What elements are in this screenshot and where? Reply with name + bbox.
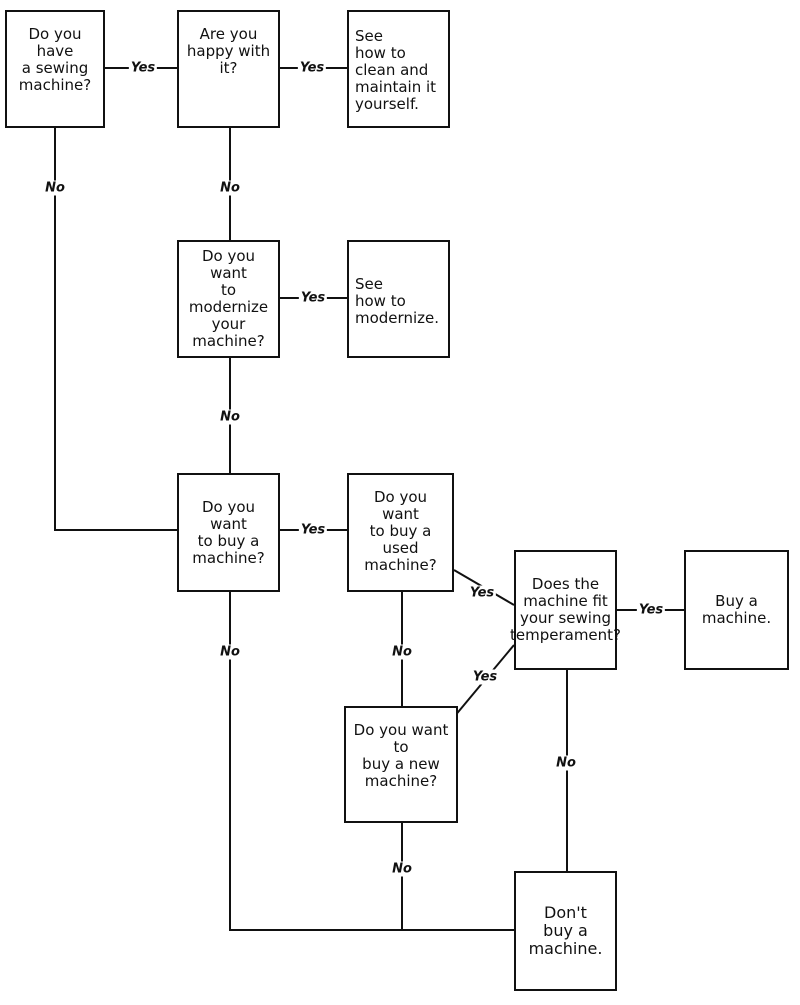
buy-question-text: Do you want to buy a machine? xyxy=(192,497,265,567)
clean-maintain-text: See how to clean and maintain it yoursel… xyxy=(355,27,437,113)
have-machine-text: Do you have a sewing machine? xyxy=(18,25,92,94)
new-question-text: Do you want to buy a new machine? xyxy=(353,721,449,790)
label-no-3: No xyxy=(218,409,242,425)
buy-machine-box: Buy a machine. xyxy=(684,550,789,670)
label-yes-6: Yes xyxy=(636,602,666,618)
label-no-6: No xyxy=(554,755,578,771)
happy-text: Are you happy with it? xyxy=(186,25,271,77)
label-no-4: No xyxy=(218,644,242,660)
label-yes-1: Yes xyxy=(128,60,158,76)
label-yes-3: Yes xyxy=(298,290,328,306)
modernize-question-box: Do you want to modernize your machine? xyxy=(177,240,280,358)
buy-machine-text: Buy a machine. xyxy=(701,592,772,627)
used-question-text: Do you want to buy a used machine? xyxy=(364,488,437,574)
modernize-see-box: See how to modernize. xyxy=(347,240,450,358)
happy-box: Are you happy with it? xyxy=(177,10,280,128)
fit-question-box: Does the machine fit your sewing tempera… xyxy=(510,550,621,670)
dont-buy-text: Don't buy a machine. xyxy=(528,903,603,958)
new-question-box: Do you want to buy a new machine? xyxy=(344,706,458,823)
label-yes-5: Yes xyxy=(467,585,497,601)
label-yes-4: Yes xyxy=(298,522,328,538)
used-question-box: Do you want to buy a used machine? xyxy=(347,473,454,592)
label-no-7: No xyxy=(390,861,414,877)
clean-maintain-box: See how to clean and maintain it yoursel… xyxy=(347,10,450,128)
label-yes-2: Yes xyxy=(297,60,327,76)
dont-buy-box: Don't buy a machine. xyxy=(514,871,617,991)
label-no-5: No xyxy=(390,644,414,660)
label-no-1: No xyxy=(43,180,67,196)
buy-question-box: Do you want to buy a machine? xyxy=(177,473,280,592)
label-yes-7: Yes xyxy=(470,669,500,685)
fit-question-text: Does the machine fit your sewing tempera… xyxy=(509,575,622,644)
modernize-see-text: See how to modernize. xyxy=(355,275,439,327)
modernize-question-text: Do you want to modernize your machine? xyxy=(188,247,269,350)
label-no-2: No xyxy=(218,180,242,196)
have-machine-box: Do you have a sewing machine? xyxy=(5,10,105,128)
